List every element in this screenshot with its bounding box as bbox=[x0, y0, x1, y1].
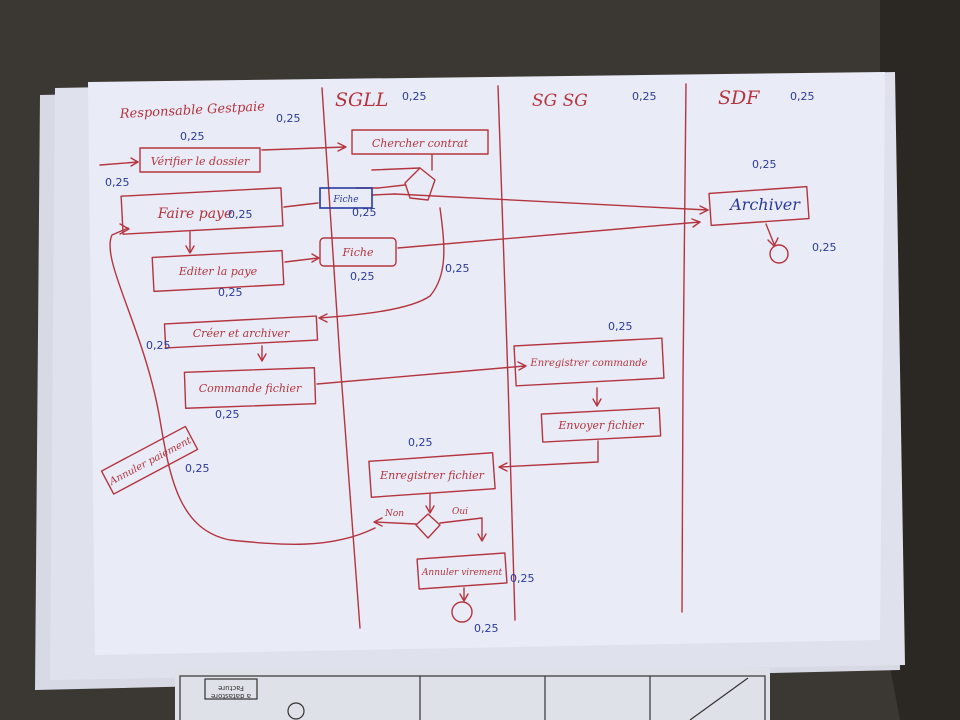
score-enregistrer-fichier: 0,25 bbox=[408, 436, 433, 449]
lane-score-sgsg: 0,25 bbox=[632, 90, 657, 103]
box-chercher bbox=[351, 129, 489, 155]
lane-score-responsable: 0,25 bbox=[276, 112, 301, 125]
box-faire-paye bbox=[120, 187, 284, 235]
start-arrow bbox=[99, 161, 139, 166]
lane-score-sdf: 0,25 bbox=[790, 90, 815, 103]
box-annuler-virement bbox=[416, 552, 508, 590]
score-verifier-top: 0,25 bbox=[180, 130, 205, 143]
box-verifier bbox=[139, 147, 261, 173]
box-enregistrer-commande bbox=[513, 337, 665, 387]
lane-divider-3 bbox=[681, 83, 687, 613]
box-editer bbox=[151, 249, 285, 293]
score-annuler-paiement: 0,25 bbox=[185, 462, 210, 475]
box-archiver bbox=[708, 185, 810, 227]
lane-label-sgsg: SG SG bbox=[532, 91, 588, 111]
score-annuler-virement: 0,25 bbox=[510, 572, 535, 585]
score-creer: 0,25 bbox=[146, 339, 171, 352]
score-end: 0,25 bbox=[474, 622, 499, 635]
box-creer bbox=[163, 315, 319, 349]
lane-label-sgll: SGLL bbox=[335, 89, 388, 111]
box-ajouter-fiche bbox=[319, 187, 373, 209]
score-commande: 0,25 bbox=[215, 408, 240, 421]
annuler-virement-label: Annuler virement bbox=[421, 568, 503, 578]
lane-label-sdf: SDF bbox=[718, 87, 760, 109]
score-archiver-end: 0,25 bbox=[812, 241, 837, 254]
archiver-label: Archiver bbox=[728, 195, 801, 214]
paper-sheet bbox=[88, 72, 885, 655]
bottom-box-label-2: à datastore bbox=[211, 692, 251, 700]
end-node-final bbox=[451, 601, 473, 623]
decision-pentagon bbox=[404, 167, 436, 201]
score-enregistrer-commande: 0,25 bbox=[608, 320, 633, 333]
box-annuler-paiement bbox=[100, 425, 199, 495]
envoyer-label: Envoyer fichier bbox=[557, 419, 644, 432]
loop-back-arrow bbox=[109, 227, 376, 545]
end-node-archive bbox=[769, 244, 789, 264]
guard-non: Non bbox=[384, 509, 404, 519]
score-verifier-left: 0,25 bbox=[105, 176, 130, 189]
faire-paye-label: Faire paye bbox=[157, 206, 233, 222]
score-ajouter: 0,25 bbox=[352, 206, 377, 219]
enregistrer-fichier-label: Enregistrer fichier bbox=[379, 469, 485, 482]
verifier-label: Vérifier le dossier bbox=[151, 155, 250, 168]
decision-diamond bbox=[415, 513, 441, 539]
ajouter-fiche-label: Fiche bbox=[332, 195, 358, 205]
lane-score-sgll: 0,25 bbox=[402, 90, 427, 103]
box-enregistrer-fichier bbox=[368, 452, 496, 498]
fiche-label: Fiche bbox=[342, 246, 374, 259]
score-fiche: 0,25 bbox=[350, 270, 375, 283]
lane-divider-1 bbox=[321, 87, 361, 629]
chercher-label: Chercher contrat bbox=[372, 137, 469, 150]
creer-label: Créer et archiver bbox=[193, 327, 290, 340]
box-fiche bbox=[319, 237, 397, 267]
box-commande bbox=[183, 367, 317, 409]
enregistrer-commande-label: Enregistrer commande bbox=[529, 358, 647, 369]
score-decision1: 0,25 bbox=[445, 262, 470, 275]
box-envoyer bbox=[540, 407, 662, 443]
score-faire: 0,25 bbox=[228, 208, 253, 221]
bottom-table bbox=[179, 675, 766, 720]
editer-label: Editer la paye bbox=[178, 265, 258, 278]
lane-divider-2 bbox=[497, 85, 516, 621]
score-editer: 0,25 bbox=[218, 286, 243, 299]
bottom-sheet bbox=[175, 668, 770, 720]
bottom-box-label: Facture bbox=[218, 684, 244, 692]
score-archiver-top: 0,25 bbox=[752, 158, 777, 171]
commande-label: Commande fichier bbox=[199, 382, 302, 395]
guard-oui: Oui bbox=[452, 507, 468, 517]
